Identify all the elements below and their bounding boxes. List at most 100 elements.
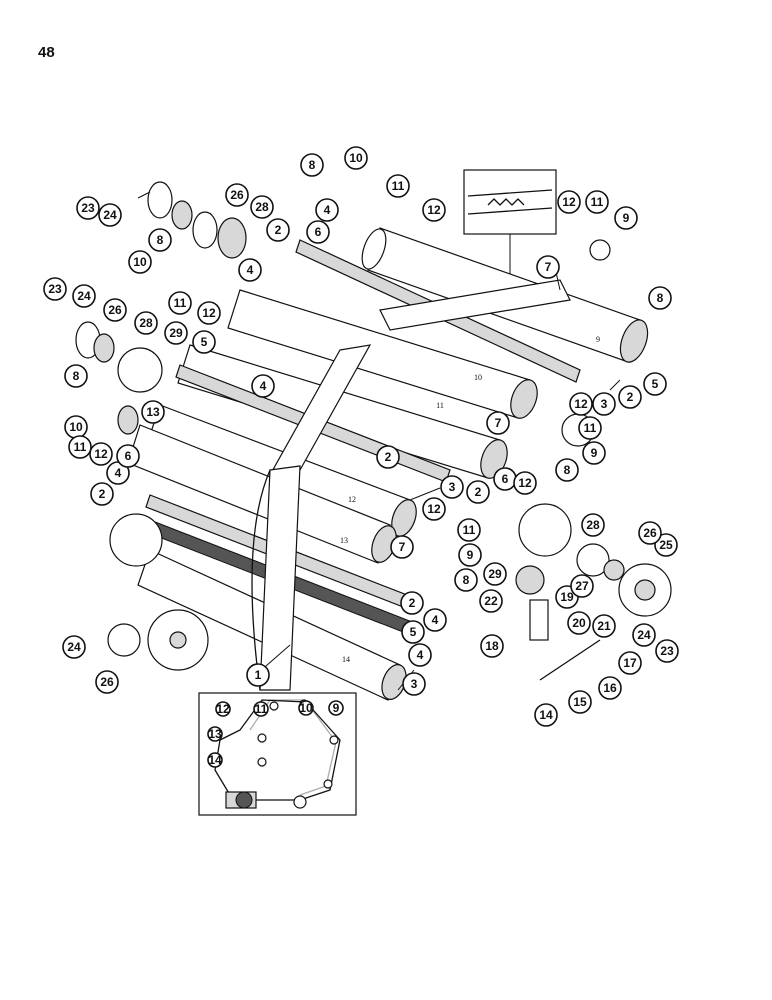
svg-text:14: 14 (539, 708, 553, 722)
roller-label-9: 9 (596, 335, 600, 344)
callout-4: 4 (315, 198, 339, 222)
callout-5: 5 (643, 372, 667, 396)
callout-3: 3 (592, 392, 616, 416)
roller-label-14: 14 (342, 655, 350, 664)
svg-text:9: 9 (333, 701, 340, 715)
svg-text:10: 10 (69, 420, 83, 434)
roller-layout-inset: 9 10 11 12 13 14 (198, 692, 357, 816)
svg-text:12: 12 (427, 502, 441, 516)
svg-text:3: 3 (601, 397, 608, 411)
svg-text:11: 11 (392, 179, 405, 193)
svg-text:11: 11 (463, 523, 476, 537)
svg-text:12: 12 (202, 306, 216, 320)
callout-2: 2 (466, 480, 490, 504)
callout-4: 4 (408, 643, 432, 667)
svg-text:11: 11 (174, 296, 187, 310)
svg-text:11: 11 (255, 702, 268, 716)
svg-text:7: 7 (545, 260, 552, 274)
svg-text:19: 19 (560, 590, 574, 604)
svg-text:15: 15 (573, 695, 587, 709)
svg-text:24: 24 (103, 208, 117, 222)
svg-text:26: 26 (108, 303, 122, 317)
svg-text:10: 10 (299, 701, 313, 715)
callout-5: 5 (401, 620, 425, 644)
svg-text:14: 14 (208, 753, 222, 767)
svg-text:28: 28 (586, 518, 600, 532)
callout-9: 9 (458, 543, 482, 567)
callout-16: 16 (598, 676, 622, 700)
callout-23: 23 (43, 277, 67, 301)
belts (251, 279, 571, 691)
roller-label-11: 11 (436, 401, 444, 410)
callout-12: 12 (569, 392, 593, 416)
callout-12: 12 (89, 442, 113, 466)
callout-3: 3 (402, 672, 426, 696)
svg-text:12: 12 (562, 195, 576, 209)
svg-text:8: 8 (463, 573, 470, 587)
svg-text:5: 5 (410, 625, 417, 639)
callout-8: 8 (648, 286, 672, 310)
callout-28: 28 (134, 311, 158, 335)
svg-text:4: 4 (115, 466, 122, 480)
svg-text:6: 6 (125, 449, 132, 463)
callout-10: 10 (128, 250, 152, 274)
svg-text:16: 16 (603, 681, 617, 695)
callout-22: 22 (479, 589, 503, 613)
svg-text:9: 9 (591, 446, 598, 460)
svg-text:12: 12 (574, 397, 588, 411)
callout-8: 8 (148, 228, 172, 252)
svg-text:24: 24 (77, 289, 91, 303)
callout-11: 11 (457, 518, 481, 542)
svg-text:21: 21 (597, 619, 611, 633)
callout-2: 2 (266, 218, 290, 242)
svg-text:6: 6 (502, 472, 509, 486)
svg-text:12: 12 (518, 476, 532, 490)
callout-2: 2 (400, 591, 424, 615)
svg-text:10: 10 (349, 151, 363, 165)
svg-text:12: 12 (94, 447, 108, 461)
inset-callout-11: 11 (253, 701, 269, 717)
roller-label-12: 12 (348, 495, 356, 504)
svg-text:13: 13 (146, 405, 160, 419)
svg-text:4: 4 (432, 613, 439, 627)
callout-25: 25 (654, 533, 678, 557)
callout-7: 7 (536, 255, 560, 279)
svg-text:25: 25 (659, 538, 673, 552)
inset-callout-9: 9 (328, 700, 344, 716)
svg-text:9: 9 (623, 211, 630, 225)
callout-23: 23 (76, 196, 100, 220)
svg-text:6: 6 (315, 225, 322, 239)
callout-24: 24 (62, 635, 86, 659)
callout-26: 26 (103, 298, 127, 322)
svg-text:26: 26 (100, 675, 114, 689)
callout-8: 8 (64, 364, 88, 388)
callout-28: 28 (250, 195, 274, 219)
svg-text:17: 17 (623, 656, 637, 670)
callout-12: 12 (557, 190, 581, 214)
svg-text:26: 26 (643, 526, 657, 540)
callout-27: 27 (570, 574, 594, 598)
svg-text:20: 20 (572, 616, 586, 630)
callout-15: 15 (568, 690, 592, 714)
callout-14: 14 (534, 703, 558, 727)
svg-text:23: 23 (660, 644, 674, 658)
svg-text:1: 1 (255, 668, 262, 682)
callout-3: 3 (440, 475, 464, 499)
callout-17: 17 (618, 651, 642, 675)
callout-13: 13 (141, 400, 165, 424)
callout-2: 2 (376, 445, 400, 469)
callout-6: 6 (493, 467, 517, 491)
callout-18: 18 (480, 634, 504, 658)
callout-29: 29 (164, 321, 188, 345)
svg-text:2: 2 (99, 487, 106, 501)
belt-splice-detail (463, 169, 557, 290)
callout-6: 6 (116, 444, 140, 468)
callout-4: 4 (251, 374, 275, 398)
svg-text:27: 27 (575, 579, 589, 593)
inset-callout-13: 13 (207, 726, 223, 742)
callout-10: 10 (344, 146, 368, 170)
callout-12: 12 (422, 198, 446, 222)
callout-29: 29 (483, 562, 507, 586)
callout-11: 11 (68, 435, 92, 459)
